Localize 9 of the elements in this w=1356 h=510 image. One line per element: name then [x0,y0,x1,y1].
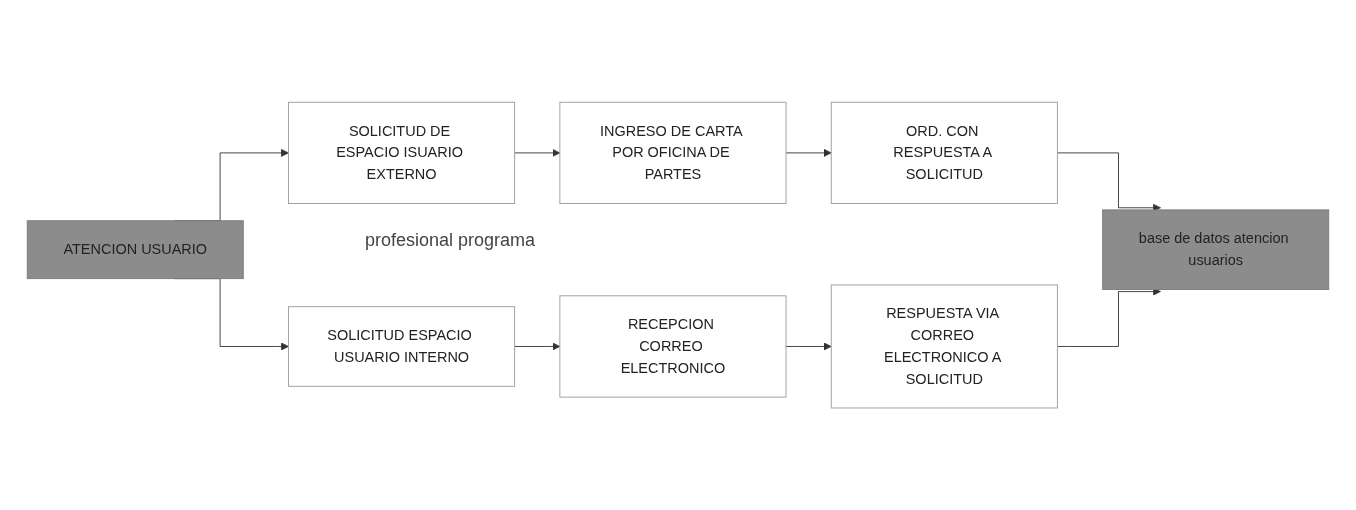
node-box: ORD. CON RESPUESTA A SOLICITUD [830,101,1058,204]
note-text: profesional programa [365,230,536,251]
node-box: SOLICITUD ESPACIO USUARIO INTERNO [288,306,516,387]
node-box: INGRESO DE CARTA POR OFICINA DE PARTES [559,101,787,204]
node-box: RESPUESTA VIA CORREO ELECTRONICO A SOLICITUD [830,284,1058,409]
node-box: ATENCION USUARIO [26,220,244,279]
node-box: RECEPCION CORREO ELECTRONICO [559,295,787,398]
node-box: base de datos atencion usuarios [1102,209,1330,290]
node-box: SOLICITUD DE ESPACIO ISUARIO EXTERNO [288,101,516,204]
